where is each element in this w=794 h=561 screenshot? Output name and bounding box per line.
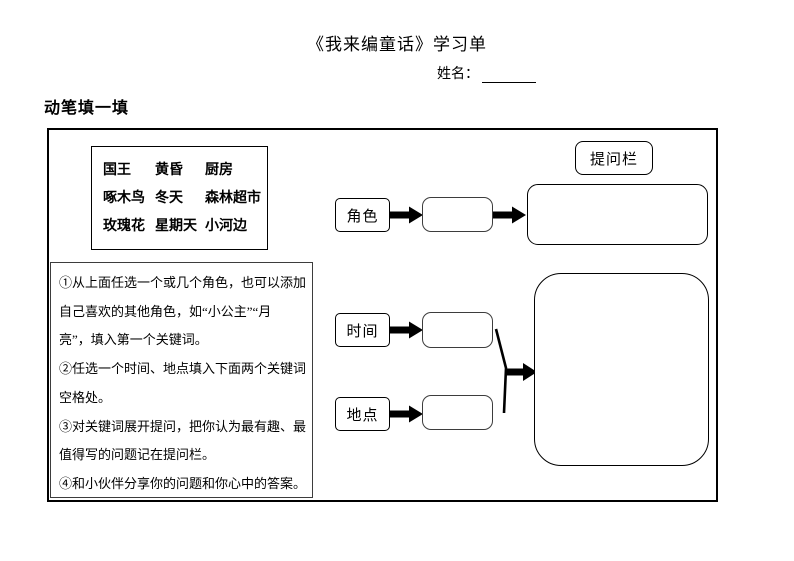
instructions-box: ①从上面任选一个或几个角色，也可以添加 自己喜欢的其他角色，如“小公主”“月 亮… [50,262,313,498]
time-label: 时间 [335,313,390,347]
instruction-line: 空格处。 [59,389,112,405]
section-heading: 动笔填一填 [44,100,130,117]
page-title: 《我来编童话》学习单 [307,35,487,54]
worksheet-frame [47,128,718,502]
place-keyword-box[interactable] [422,395,493,430]
name-blank-line[interactable] [482,67,536,83]
name-row: 姓名： [437,63,536,83]
word-bank-item: 星期天 [155,217,197,233]
instruction-line: 值得写的问题记在提问栏。 [59,447,216,463]
question-bar-label: 提问栏 [575,141,653,175]
role-label: 角色 [335,198,390,232]
instruction-line: ②任选一个时间、地点填入下面两个关键词 [59,361,307,377]
arrow-right-icon [390,206,423,224]
word-bank-item: 厨房 [205,161,233,177]
instruction-line: ③对关键词展开提问，把你认为最有趣、最 [59,418,307,434]
instruction-line: 亮”，填入第一个关键词。 [59,332,208,348]
word-bank-item: 玫瑰花 [103,217,145,233]
time-place-question-writing-area[interactable] [534,273,709,466]
instruction-line: 自己喜欢的其他角色，如“小公主”“月 [59,303,272,319]
word-bank-item: 黄昏 [155,161,183,177]
role-keyword-box[interactable] [422,197,493,232]
arrow-right-icon [493,206,526,224]
word-bank-item: 森林超市 [205,189,261,205]
word-bank-box: 国王 黄昏 厨房 啄木鸟 冬天 森林超市 玫瑰花 星期天 小河边 [91,146,268,250]
instruction-line: ①从上面任选一个或几个角色，也可以添加 [59,275,307,290]
merge-connector-line [494,328,537,414]
word-bank-item: 啄木鸟 [103,189,145,205]
word-bank-item: 国王 [103,161,131,177]
role-question-writing-area[interactable] [527,184,708,245]
word-bank-item: 冬天 [155,189,183,205]
name-label: 姓名： [437,67,479,82]
instruction-line: ④和小伙伴分享你的问题和你心中的答案。 [59,475,307,491]
arrow-right-icon [390,321,423,339]
arrow-right-icon [506,363,537,381]
place-label: 地点 [335,397,390,431]
word-bank-item: 小河边 [205,217,247,233]
time-keyword-box[interactable] [422,312,493,348]
arrow-right-icon [390,405,423,423]
